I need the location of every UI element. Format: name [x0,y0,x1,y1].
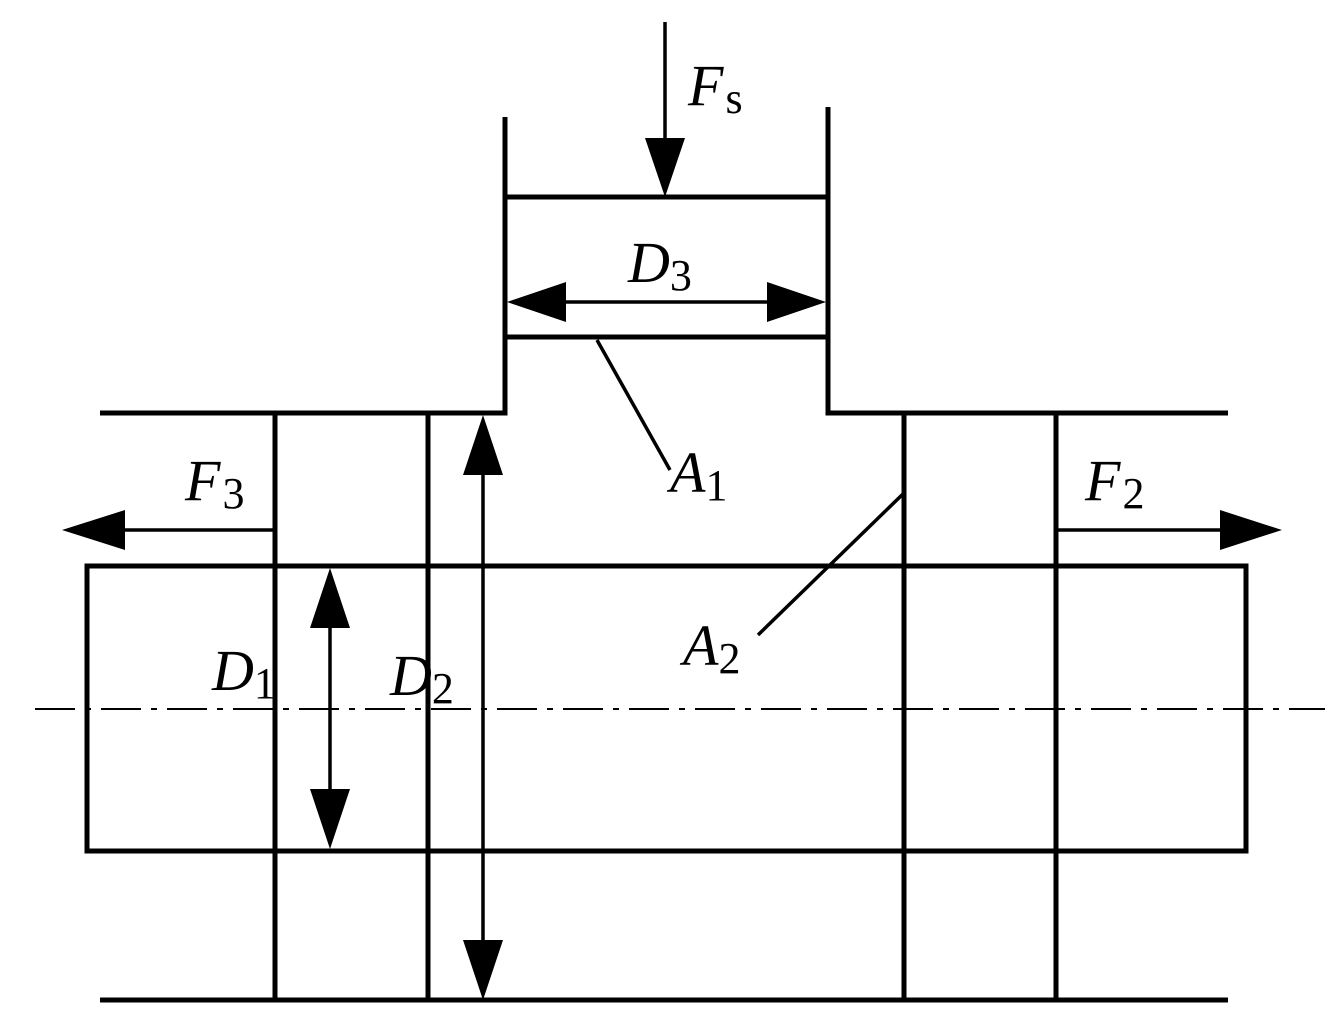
label-d3: D3 [627,230,692,300]
a1-leader [595,339,672,471]
a2-leader [756,491,906,637]
label-f2: F2 [1084,448,1144,518]
upper-body-outline [100,107,1228,416]
label-f3: F3 [184,448,244,518]
label-d1: D1 [211,638,276,708]
label-a2: A2 [679,613,740,683]
label-fs: Fs [687,53,743,123]
d1-dimension [310,568,350,849]
label-d2: D2 [389,643,454,713]
d3-dimension [507,282,826,322]
force-f2-arrow [1058,510,1282,550]
spool-lands [272,413,1059,1000]
force-fs-arrow [645,22,685,197]
force-f3-arrow [62,510,273,550]
label-a1: A1 [666,440,727,510]
d2-dimension [463,415,503,1000]
